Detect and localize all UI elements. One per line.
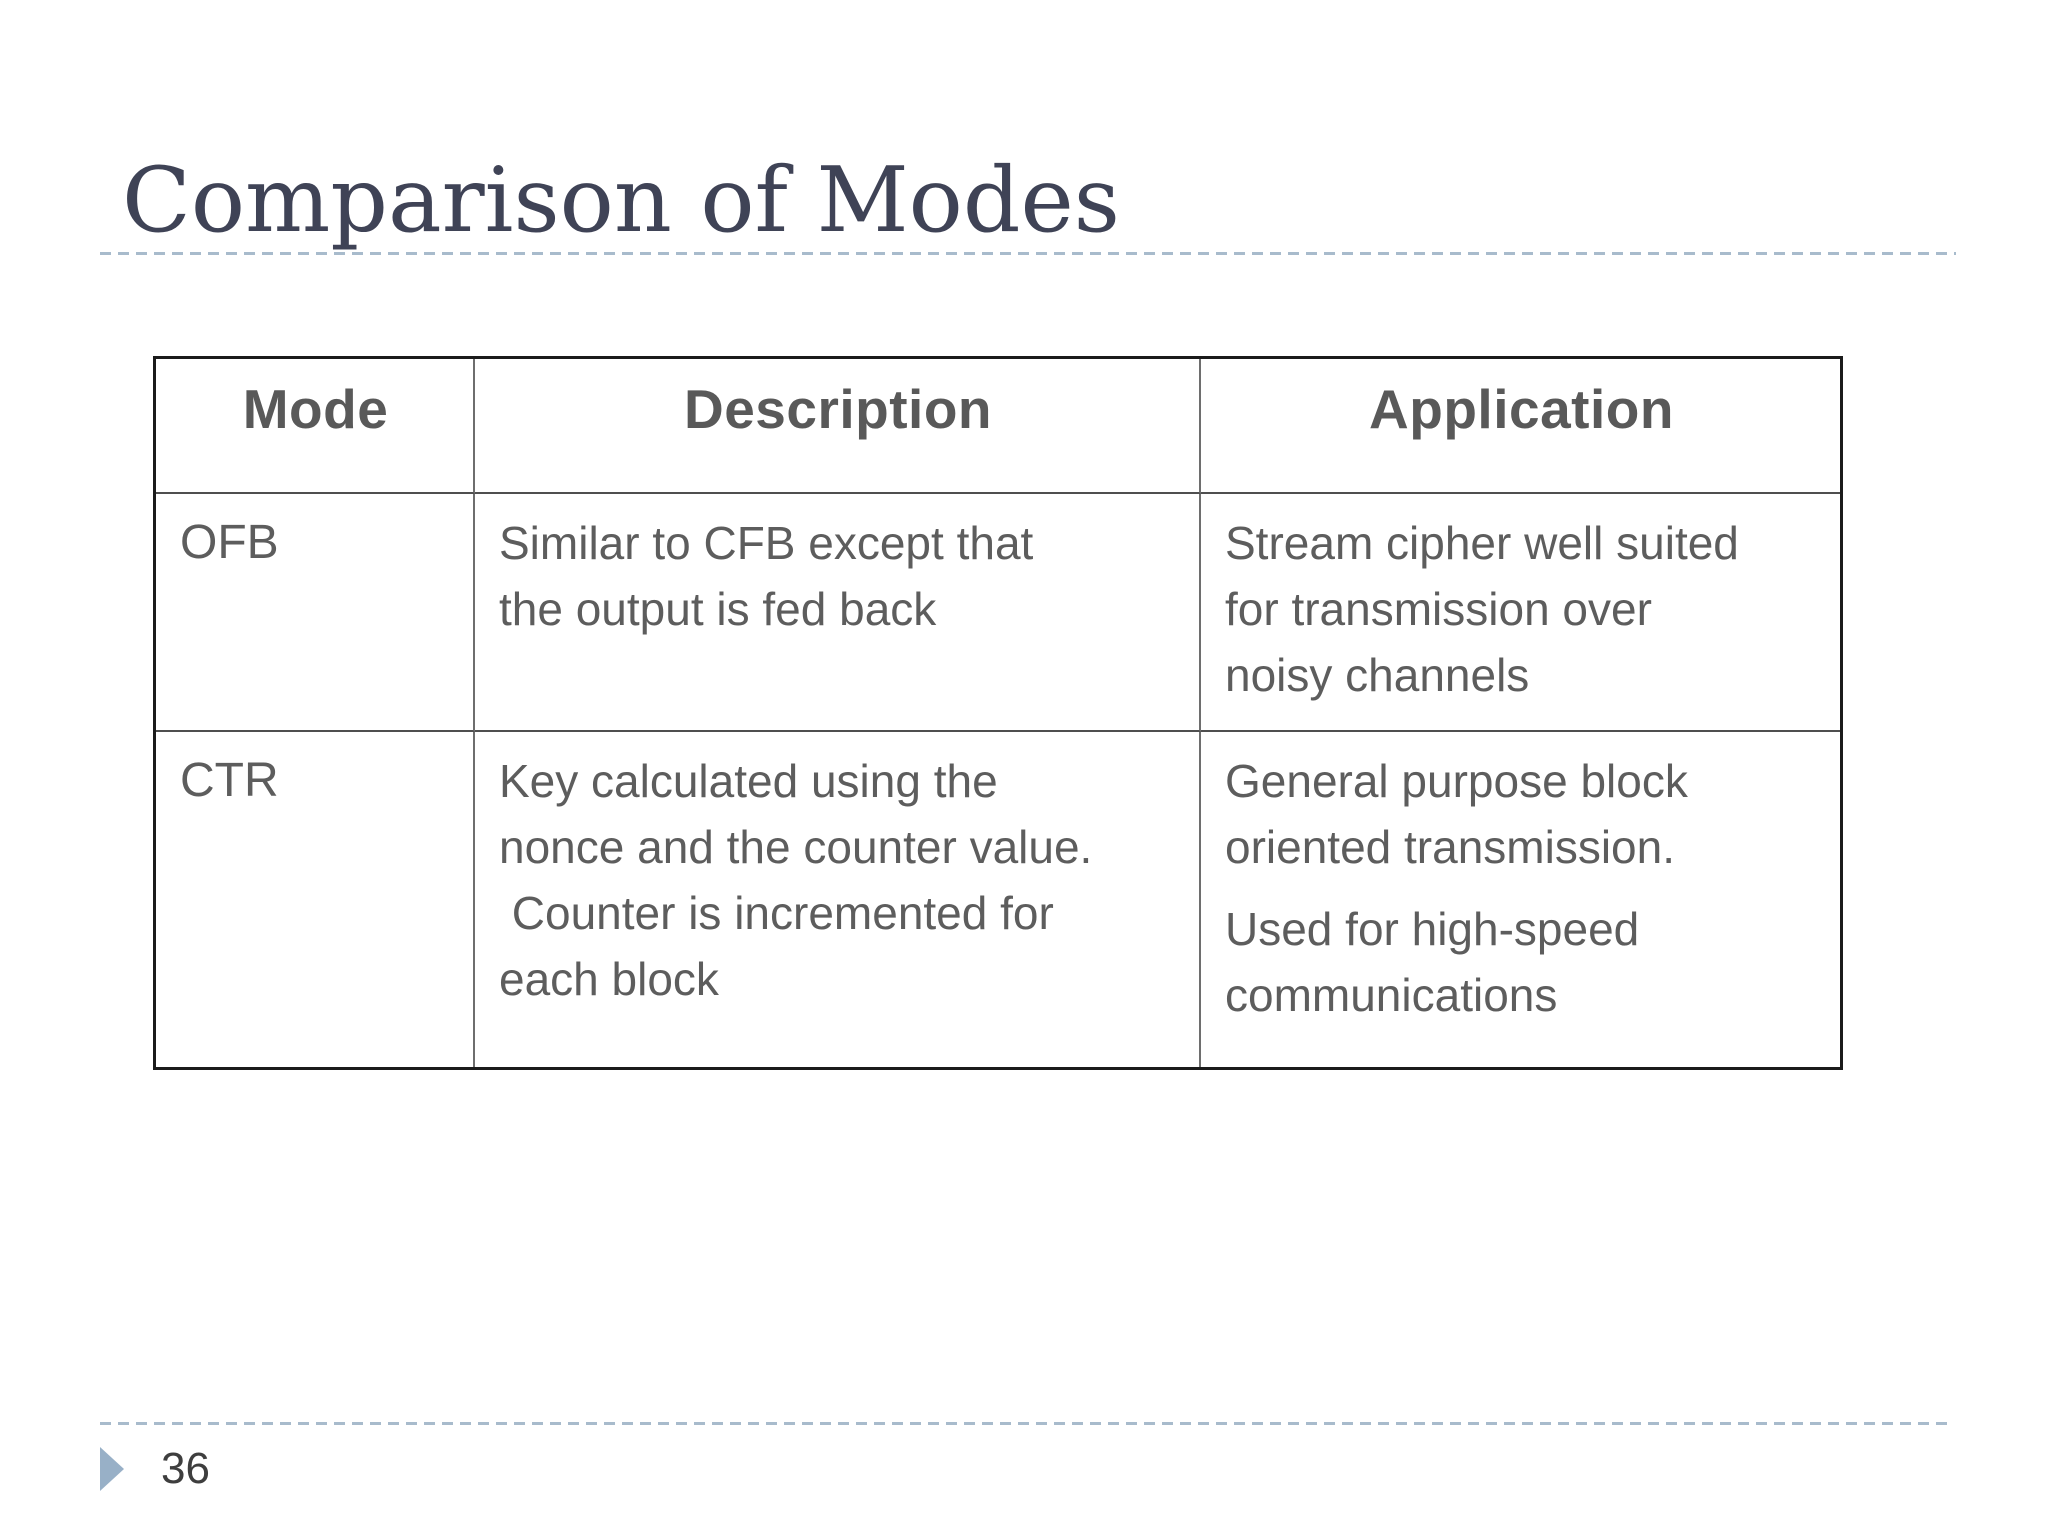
title-underline-divider xyxy=(100,252,1956,255)
table-cell-description-ctr: Key calculated using the nonce and the c… xyxy=(475,732,1201,1067)
table-header-description-label: Description xyxy=(683,378,993,440)
application-text: Used for high-speed communications xyxy=(1225,903,1640,1021)
application-text: General purpose block oriented transmiss… xyxy=(1225,755,1688,873)
modes-table: Mode Description Application OFB Similar… xyxy=(153,356,1843,1070)
table-cell-mode-ctr: CTR xyxy=(156,732,475,1067)
page-number: 36 xyxy=(161,1444,210,1493)
application-text: Stream cipher well suited for transmissi… xyxy=(1225,517,1739,701)
page-title: Comparison of Modes xyxy=(122,148,1120,253)
table-header-application-label: Application xyxy=(1369,378,1674,440)
table-cell-description-ofb: Similar to CFB except that the output is… xyxy=(475,494,1201,732)
right-triangle-icon xyxy=(100,1447,124,1491)
table-cell-mode-ofb: OFB xyxy=(156,494,475,732)
table-header-description: Description xyxy=(475,359,1201,494)
description-text: Key calculated using the nonce and the c… xyxy=(499,755,1093,1005)
description-text: Similar to CFB except that the output is… xyxy=(499,517,1034,635)
table-cell-application-ofb: Stream cipher well suited for transmissi… xyxy=(1201,494,1840,732)
slide-footer: 36 xyxy=(100,1447,210,1491)
mode-label: OFB xyxy=(180,516,279,569)
mode-label: CTR xyxy=(180,754,279,807)
table-header-application: Application xyxy=(1201,359,1840,494)
table-header-mode-label: Mode xyxy=(242,378,389,440)
table-cell-application-ctr: General purpose block oriented transmiss… xyxy=(1201,732,1840,1067)
footer-divider xyxy=(100,1422,1950,1425)
table-header-mode: Mode xyxy=(156,359,475,494)
